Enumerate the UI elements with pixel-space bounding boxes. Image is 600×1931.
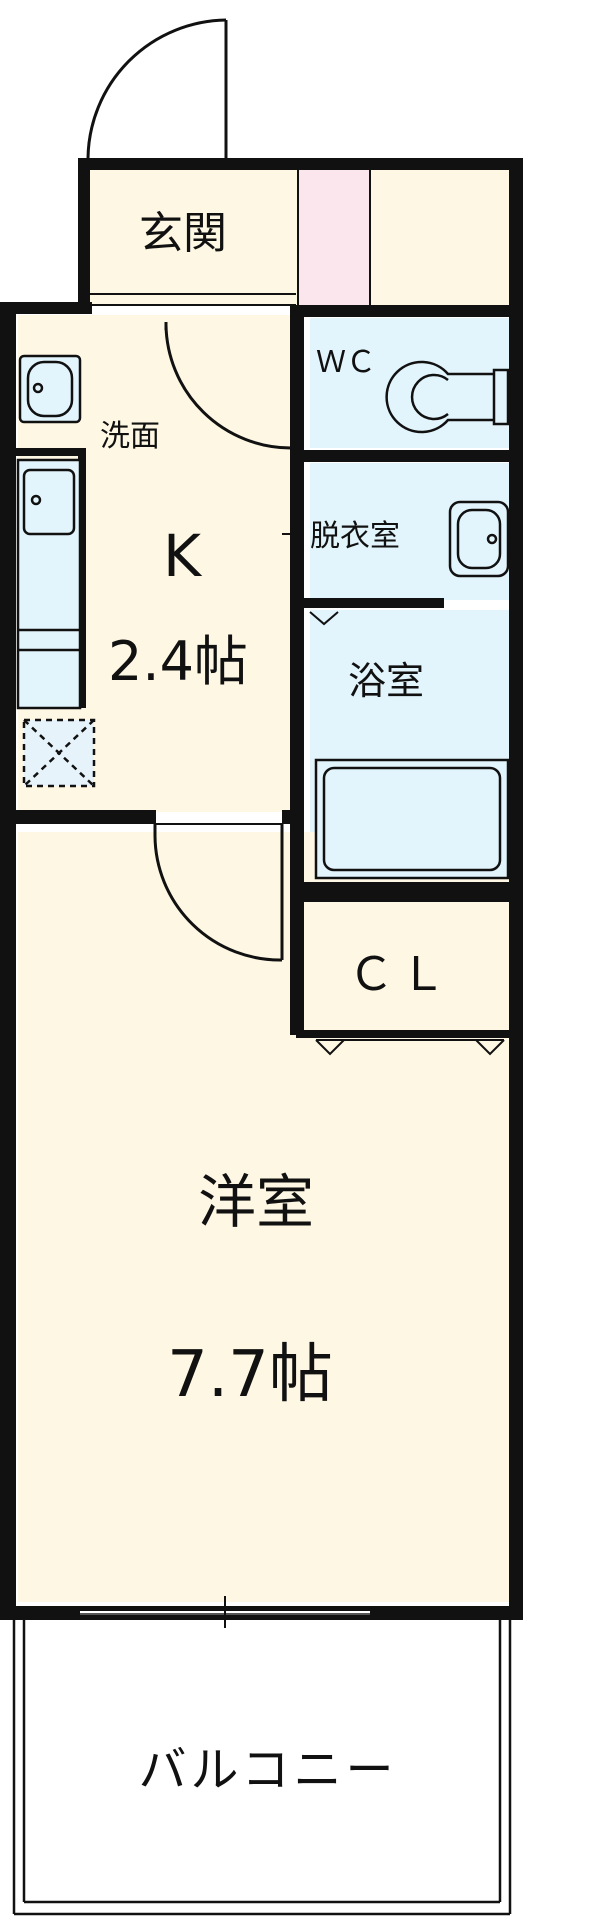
balcony-rail xyxy=(12,1620,512,1916)
vanity-sink-icon xyxy=(448,500,510,578)
kitchen-counter xyxy=(16,458,82,710)
bathtub-icon xyxy=(314,758,510,880)
washroom-label: 洗面 xyxy=(100,419,160,454)
toilet-icon xyxy=(385,360,510,434)
doors xyxy=(80,18,505,1628)
toilet-label: ＷＣ xyxy=(316,345,376,380)
shoe-box-floor xyxy=(370,168,512,305)
wash-basin-icon xyxy=(18,354,82,424)
fixtures xyxy=(12,170,512,1916)
kitchen-size-label: 2.4帖 xyxy=(108,630,248,693)
walls xyxy=(0,158,523,1620)
balcony-label: バルコニー xyxy=(138,1742,397,1798)
room-labels: 玄関 洗面 ＷＣ 脱衣室 浴室 ＣＬ K 2.4帖 洋室 7.7帖 バルコニー xyxy=(100,208,452,1798)
entrance-label: 玄関 xyxy=(139,208,227,259)
balcony-floor xyxy=(10,1620,512,1912)
kitchen-label: K xyxy=(163,522,203,590)
floor-fills xyxy=(10,168,512,1912)
dressing-room-label: 脱衣室 xyxy=(310,519,400,554)
western-room-label: 洋室 xyxy=(198,1168,314,1236)
entrance-floor xyxy=(88,168,298,305)
closet-label: ＣＬ xyxy=(348,947,452,1001)
western-room-size-label: 7.7帖 xyxy=(167,1338,333,1412)
entrance-pink-strip xyxy=(298,168,370,305)
bathroom-label: 浴室 xyxy=(348,659,424,703)
ventilation-fan-icon xyxy=(22,718,96,788)
